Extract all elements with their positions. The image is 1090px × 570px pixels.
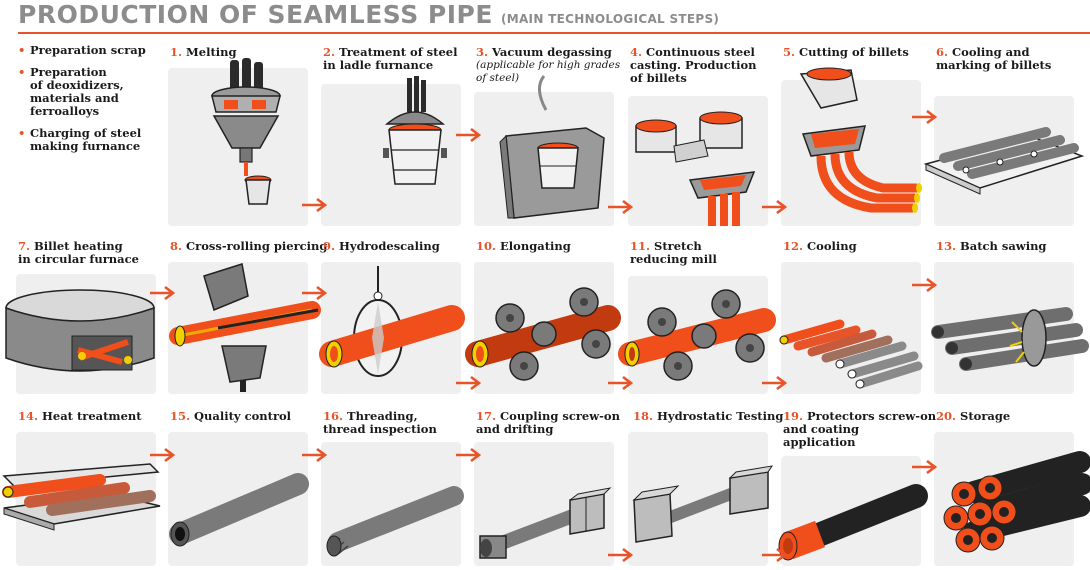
circular-furnace-icon	[5, 289, 155, 372]
arrow-icon	[150, 447, 176, 463]
step-label: 16. Threading,thread inspection	[323, 409, 437, 436]
arrow-icon	[762, 375, 788, 391]
arrow-icon	[912, 277, 938, 293]
saw-icon	[931, 307, 1089, 371]
arrow-icon	[608, 199, 634, 215]
title-underline	[18, 32, 1090, 34]
bullet-icon: •	[18, 65, 26, 79]
coupling-icon	[479, 487, 612, 559]
page-title: PRODUCTION OF SEAMLESS PIPE	[18, 0, 493, 29]
step-label: 3. Vacuum degassing(applicable for high …	[476, 45, 621, 85]
threaded-pipe-icon	[326, 486, 464, 557]
step-panel	[628, 96, 768, 226]
step-label: 8. Cross-rolling piercing	[170, 239, 328, 253]
pipe-stack-icon	[943, 451, 1090, 553]
step-label: 18. Hydrostatic Testing	[633, 409, 784, 423]
piercing-mill-icon	[169, 263, 321, 392]
vacuum-chamber-icon	[499, 75, 605, 219]
step-label: 9. Hydrodescaling	[323, 239, 440, 253]
coated-pipe-icon	[778, 484, 928, 561]
elongating-mill-icon	[465, 287, 621, 381]
cooling-bed-icon	[923, 127, 1085, 195]
arrow-icon	[456, 127, 482, 143]
arrow-icon	[456, 375, 482, 391]
arrow-icon	[302, 447, 328, 463]
step-label: 20. Storage	[936, 409, 1011, 423]
step-label: 5. Cutting of billets	[783, 45, 909, 59]
pipe-inspection-icon	[169, 473, 309, 547]
arrow-icon	[762, 199, 788, 215]
header: PRODUCTION OF SEAMLESS PIPE (MAIN TECHNO…	[18, 0, 719, 30]
step-label: 1. Melting	[170, 45, 237, 59]
caster-icon	[635, 111, 756, 226]
furnace-icon	[211, 58, 281, 205]
step-label: 14. Heat treatment	[18, 409, 142, 423]
arrow-icon	[150, 285, 176, 301]
ladle-icon	[383, 76, 447, 185]
arrow-icon	[302, 285, 328, 301]
arrow-icon	[608, 547, 634, 563]
cutting-icon	[799, 67, 922, 213]
descaler-icon	[319, 266, 465, 377]
heat-treatment-icon	[2, 463, 161, 531]
step-label: 13. Batch sawing	[936, 239, 1047, 253]
arrow-icon	[912, 459, 938, 475]
arrow-icon	[912, 109, 938, 125]
arrow-icon	[302, 197, 328, 213]
hydrostatic-tester-icon	[632, 465, 774, 543]
reducing-mill-icon	[618, 289, 776, 381]
arrow-icon	[762, 547, 788, 563]
bullet-icon: •	[18, 126, 26, 140]
arrow-icon	[608, 375, 634, 391]
step-label: 10. Elongating	[476, 239, 571, 253]
arrow-icon	[456, 447, 482, 463]
step-label: 15. Quality control	[170, 409, 292, 423]
bullet-icon: •	[18, 43, 26, 57]
step-label: 12. Cooling	[783, 239, 857, 253]
page-subtitle: (MAIN TECHNOLOGICAL STEPS)	[500, 12, 720, 26]
cooling-tubes-icon	[779, 319, 923, 389]
prep-item-scrap: •Preparation scrap	[18, 43, 146, 57]
